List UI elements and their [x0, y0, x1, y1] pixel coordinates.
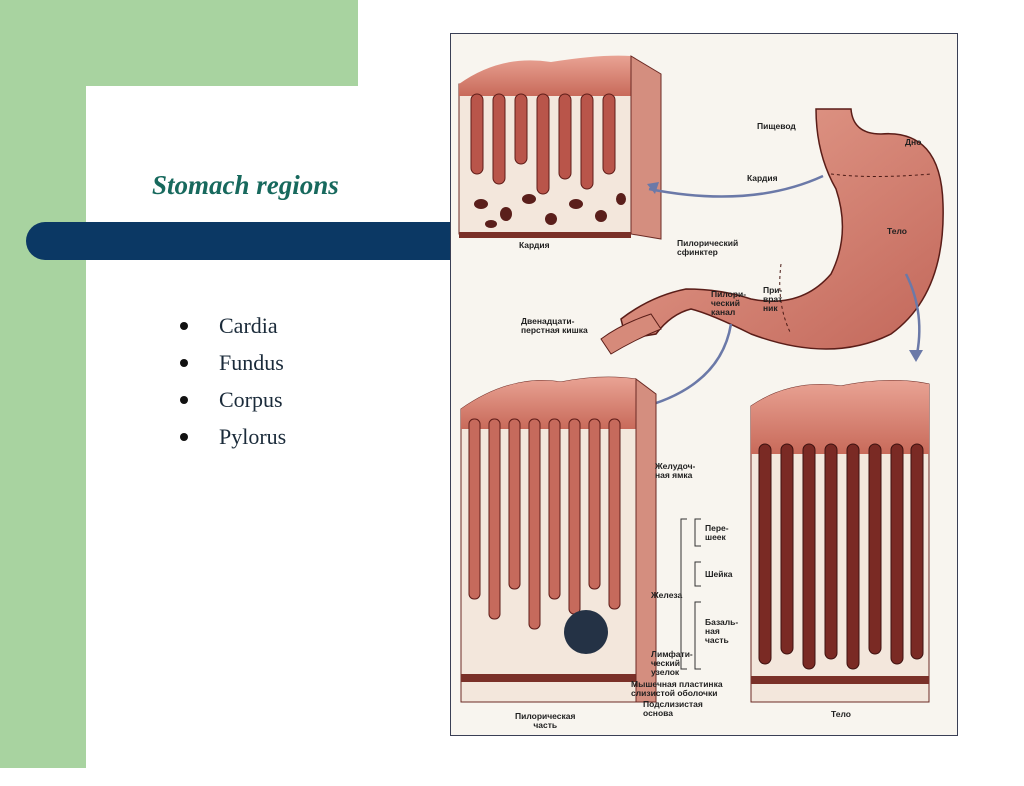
bullet-text: Fundus — [219, 349, 284, 375]
bullet-item: Fundus — [180, 344, 286, 381]
bullet-dot-icon — [180, 395, 188, 404]
content-card — [86, 86, 486, 786]
bullet-text: Cardia — [219, 312, 278, 338]
gland-brackets — [680, 518, 701, 670]
label-neck: Шейка — [705, 569, 733, 579]
bullet-item: Corpus — [180, 381, 286, 418]
bullet-dot-icon — [180, 432, 188, 441]
bullet-dot-icon — [180, 321, 188, 330]
bullet-list: Cardia Fundus Corpus Pylorus — [180, 307, 286, 455]
bullet-item: Cardia — [180, 307, 286, 344]
bullet-item: Pylorus — [180, 418, 286, 455]
green-side-strip — [0, 0, 86, 768]
label-cardia-region: Кардия — [747, 173, 778, 183]
bullet-text: Pylorus — [219, 423, 287, 449]
label-body: Тело — [887, 226, 907, 236]
slide-title: Stomach regions — [152, 170, 339, 200]
label-duodenum: Двенадцати-перстная кишка — [521, 316, 588, 335]
bullet-text: Corpus — [219, 386, 283, 412]
body-tissue-block — [750, 379, 930, 703]
label-esophagus: Пищевод — [757, 121, 796, 131]
stomach-organ — [600, 108, 944, 355]
bullet-dot-icon — [180, 358, 188, 367]
pyloric-tissue-block — [460, 376, 657, 703]
caption-body: Тело — [831, 709, 851, 719]
label-glands: Железа — [651, 590, 683, 600]
label-isthmus: Пере-шеек — [705, 523, 729, 542]
label-gastric-pit: Желудоч-ная ямка — [655, 461, 696, 480]
cardia-tissue-block — [458, 55, 662, 240]
label-fundus: Дно — [905, 137, 922, 147]
caption-cardia: Кардия — [519, 240, 550, 250]
title-accent-bar — [26, 222, 466, 260]
stomach-illustration — [458, 55, 944, 703]
